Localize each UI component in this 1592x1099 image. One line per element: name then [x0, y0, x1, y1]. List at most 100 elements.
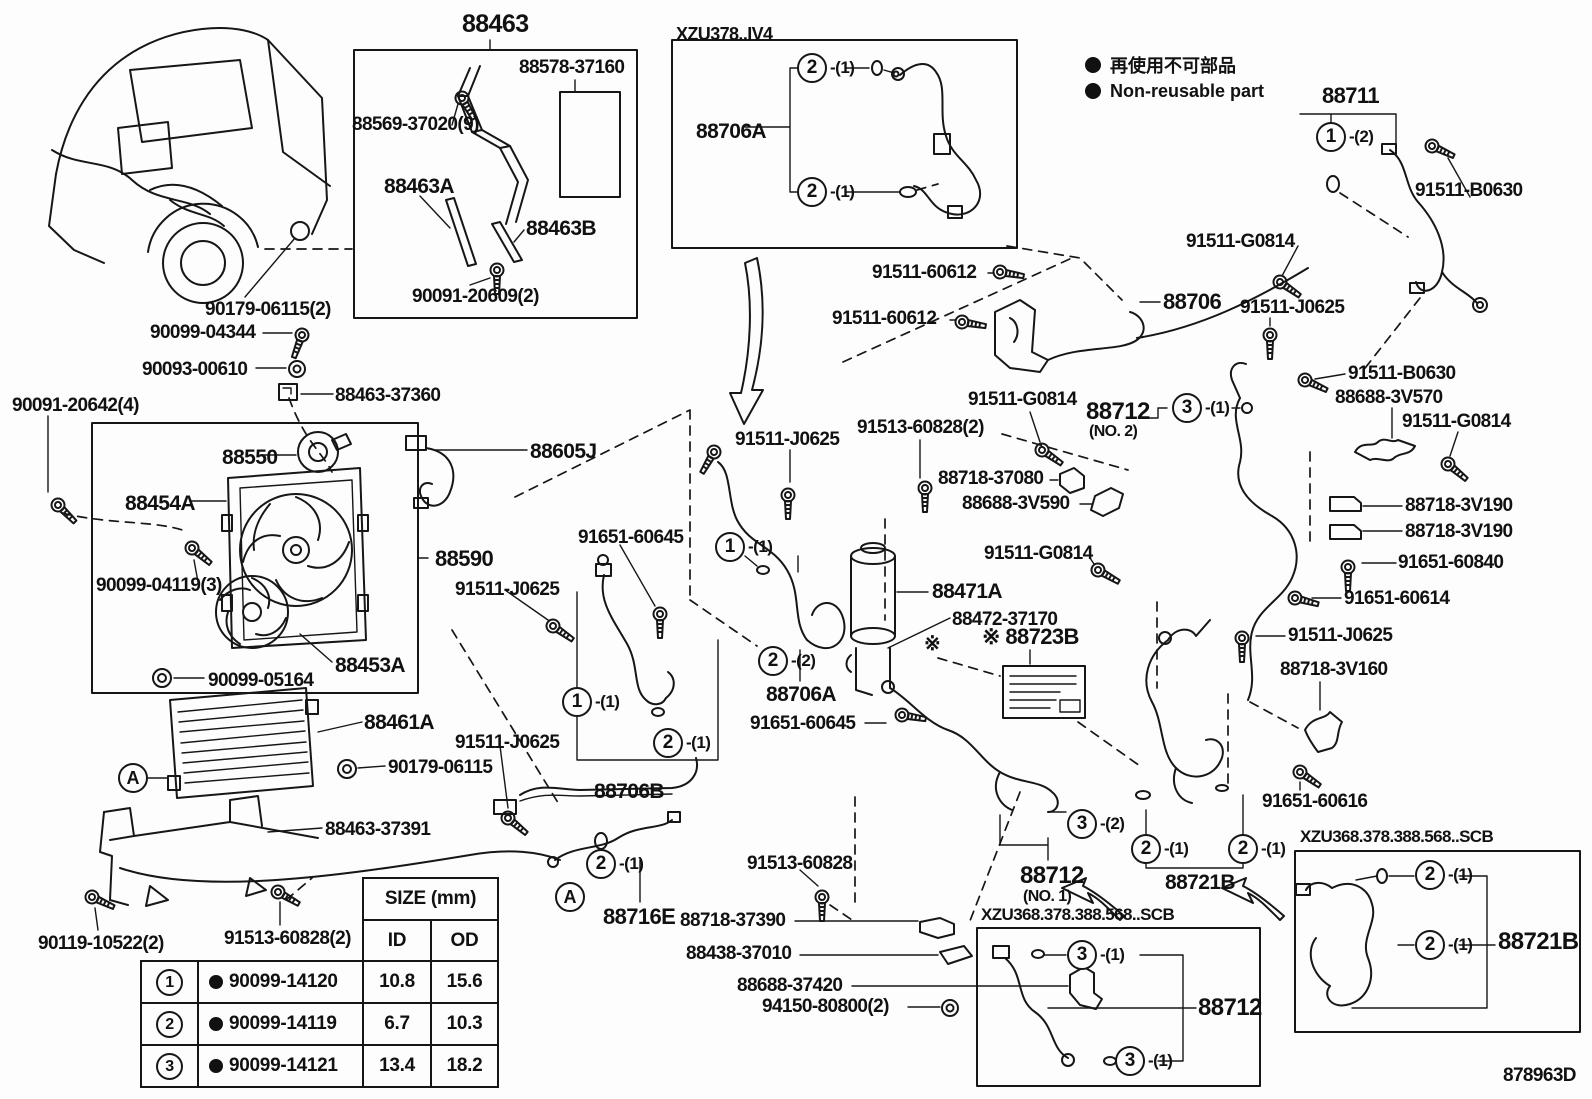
part-label: 90091-20642(4) [12, 395, 139, 416]
legend-row-en: Non-reusable part [1085, 78, 1264, 104]
ref-callout-qty: -(1) [1448, 935, 1473, 954]
part-label: 90093-00610 [142, 359, 248, 380]
size-row-part: 90099-14121 [197, 1044, 364, 1088]
part-label: 88463A [384, 175, 455, 198]
variant-box-88721b [1295, 868, 1496, 1009]
hose-88712-no2 [1147, 297, 1472, 701]
ref-callout: 2-(1) [1415, 930, 1473, 960]
legend: 再使用不可部品 Non-reusable part [1085, 52, 1264, 104]
ref-callout-qty: -(1) [1448, 865, 1473, 884]
ref-callout-number: 1 [562, 687, 592, 717]
ref-callout-number: 2 [586, 849, 616, 879]
pigtail-88605j [405, 435, 528, 509]
pipe-88706b [493, 409, 758, 815]
ref-callout: 2-(1) [586, 849, 644, 879]
part-label: 88550 [222, 446, 278, 469]
part-label: 91513-60828(2) [857, 417, 984, 438]
ref-callout-qty: -(1) [830, 58, 855, 77]
part-label: 91651-60616 [1262, 791, 1368, 812]
pointer-arrow-icon [1061, 877, 1125, 921]
size-row-od: 18.2 [430, 1044, 499, 1088]
part-label: 90179-06115 [388, 757, 493, 778]
ref-number: 3 [156, 1052, 183, 1080]
part-label: 88718-3V190 [1405, 495, 1513, 516]
part-label: 91511-J0625 [455, 579, 560, 600]
ref-callout-number: 2 [1228, 834, 1258, 864]
part-label: 94150-80800(2) [762, 996, 889, 1017]
ref-callout-number: 2 [1415, 860, 1445, 890]
hose-88706a-variant-box [744, 60, 982, 219]
hose-88711 [1269, 113, 1488, 313]
condenser-88461a [147, 687, 532, 840]
size-row-id: 13.4 [362, 1044, 432, 1088]
part-label: 91651-60614 [1344, 588, 1450, 609]
receiver-drier-88471a [845, 411, 1129, 727]
clips-and-bolts-center [1049, 467, 1124, 589]
part-label: 88712 [1020, 862, 1084, 889]
legend-en-text: Non-reusable part [1110, 80, 1265, 101]
ref-callout: 3-(1) [1115, 1046, 1173, 1076]
part-label: 90091-20609(2) [412, 286, 539, 307]
part-label: XZU378..IV4 [676, 24, 773, 44]
ref-callout: 1-(1) [715, 532, 773, 562]
size-table-title: SIZE (mm) [362, 877, 499, 921]
ref-callout-qty: -(1) [1164, 839, 1189, 858]
harness-bracket-88463 [419, 39, 576, 295]
ref-callout-qty: -(1) [748, 537, 773, 556]
part-label: (NO. 1) [1023, 888, 1072, 905]
part-label: 88463-37360 [335, 385, 441, 406]
part-label: 88711 [1322, 83, 1380, 108]
part-number: 90099-14120 [229, 971, 338, 992]
ref-callout: 1-(2) [1316, 122, 1374, 152]
part-label: 88688-37420 [737, 975, 843, 996]
ref-callout-qty: -(1) [1205, 398, 1230, 417]
part-label: 88453A [335, 654, 406, 677]
pointer-arrow-icon [1221, 877, 1285, 921]
part-label: 91511-G0814 [1186, 231, 1295, 252]
hose-88712-no1 [854, 680, 1067, 927]
part-label: (NO. 2) [1089, 423, 1138, 440]
part-label: 88718-37080 [938, 468, 1044, 489]
ref-callout-qty: -(1) [1261, 839, 1286, 858]
non-reusable-bullet-icon [1085, 83, 1101, 99]
part-label: 88463B [526, 217, 597, 240]
ref-callout-number: 2 [1131, 834, 1161, 864]
part-label: 90119-10522(2) [38, 933, 164, 954]
fan-assembly-88590 [47, 325, 429, 688]
size-row-id: 10.8 [362, 960, 432, 1004]
part-label: 91511-J0625 [455, 732, 560, 753]
ref-callout-qty: -(1) [1100, 945, 1125, 964]
ref-callout-number: 3 [1067, 940, 1097, 970]
ref-callout-number: 2 [797, 177, 827, 207]
size-row-od: 15.6 [430, 960, 499, 1004]
size-table-col-od: OD [430, 919, 499, 962]
part-number: 90099-14121 [229, 1055, 338, 1076]
hose-88721b [1077, 619, 1343, 869]
ref-callout-qty: -(1) [830, 182, 855, 201]
ref-callout-qty: -(2) [791, 651, 816, 670]
ref-callout: 3-(1) [1172, 393, 1230, 423]
part-label: 88718-3V190 [1405, 521, 1513, 542]
size-row-part: 90099-14120 [197, 960, 364, 1004]
part-label: 91511-B0630 [1348, 363, 1456, 384]
part-label: 88463 [462, 10, 529, 38]
part-label: 91511-J0625 [1240, 297, 1345, 318]
ref-callout-number: 3 [1115, 1046, 1145, 1076]
ref-callout: 2-(1) [1415, 860, 1473, 890]
size-row-ref: 2 [140, 1002, 199, 1046]
part-label: 91511-J0625 [735, 429, 840, 450]
part-label: XZU368.378.388.568..SCB [1300, 827, 1494, 846]
part-label: 88706A [766, 683, 837, 706]
part-label: 88721B [1498, 928, 1579, 955]
size-table-col-id: ID [362, 919, 432, 962]
part-label: 91511-60612 [872, 262, 977, 283]
part-label: 88463-37391 [325, 819, 431, 840]
ref-callout: 2-(1) [1131, 834, 1189, 864]
part-label: 91511-60612 [832, 308, 937, 329]
part-label: ※ 88723B [982, 624, 1079, 649]
part-label: XZU368.378.388.568..SCB [981, 905, 1175, 924]
ref-callout: 2-(1) [797, 177, 855, 207]
part-label: 88590 [435, 546, 494, 571]
ref-callout: 3-(2) [1067, 809, 1125, 839]
